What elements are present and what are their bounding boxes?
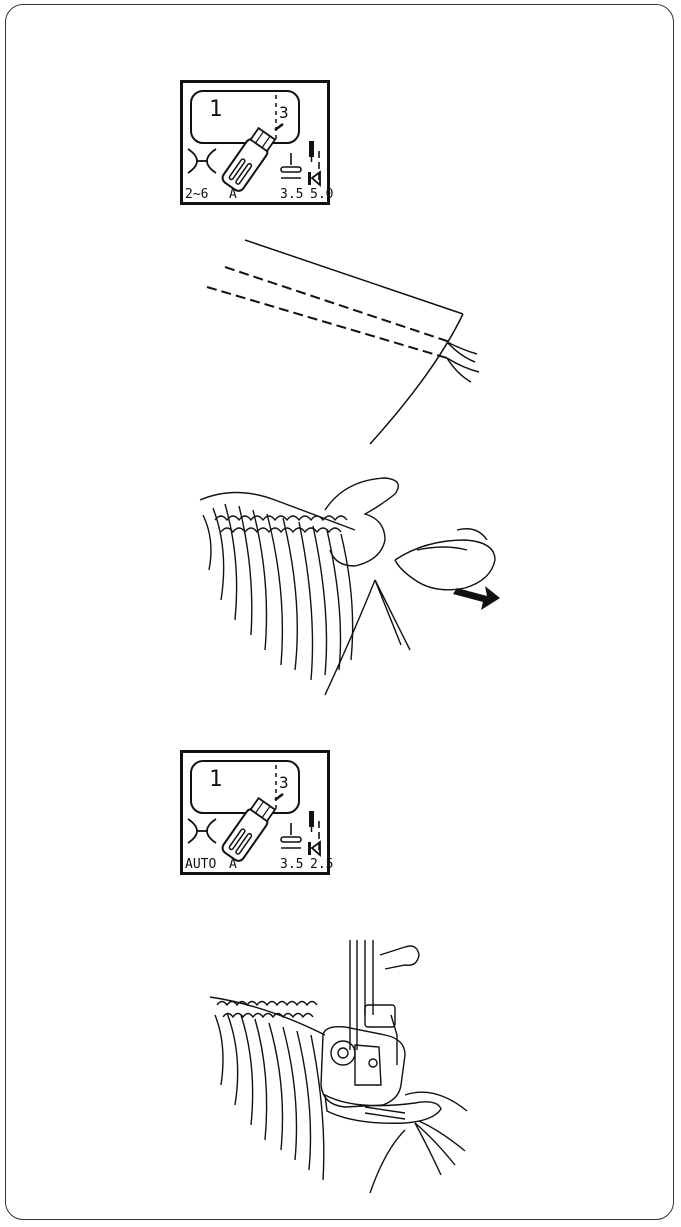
pulling-threads-illustration bbox=[195, 470, 515, 700]
stitch-width-icon bbox=[281, 823, 301, 848]
lcd-display-top: 1 3 2~6 A 3.5 5.0 bbox=[180, 80, 330, 205]
thread-tension-icon bbox=[188, 149, 216, 173]
presser-foot-a-icon bbox=[220, 127, 276, 193]
tension-value: AUTO bbox=[185, 857, 216, 872]
foot-label: A bbox=[229, 857, 237, 872]
pattern-number: 1 bbox=[209, 767, 222, 792]
sub-pattern-number: 3 bbox=[279, 103, 289, 122]
stitch-width-value: 3.5 bbox=[280, 187, 303, 202]
stitch-length-value: 2.5 bbox=[310, 857, 333, 872]
stitch-length-value: 5.0 bbox=[310, 187, 333, 202]
stitch-width-icon bbox=[281, 153, 301, 178]
stitch-width-value: 3.5 bbox=[280, 857, 303, 872]
needle-position-icon bbox=[309, 141, 314, 162]
pull-arrow-icon bbox=[453, 586, 500, 610]
sub-pattern-number: 3 bbox=[279, 773, 289, 792]
tension-value: 2~6 bbox=[185, 187, 208, 202]
foot-label: A bbox=[229, 187, 237, 202]
basting-lines-illustration bbox=[195, 232, 495, 447]
thread-tension-icon bbox=[188, 819, 216, 843]
needle-position-icon bbox=[309, 811, 314, 832]
pattern-number: 1 bbox=[209, 97, 222, 122]
presser-foot-a-icon bbox=[220, 797, 276, 863]
lcd-display-bottom: 1 3 AUTO A 3.5 2.5 bbox=[180, 750, 330, 875]
sewing-gathers-illustration bbox=[205, 935, 475, 1195]
